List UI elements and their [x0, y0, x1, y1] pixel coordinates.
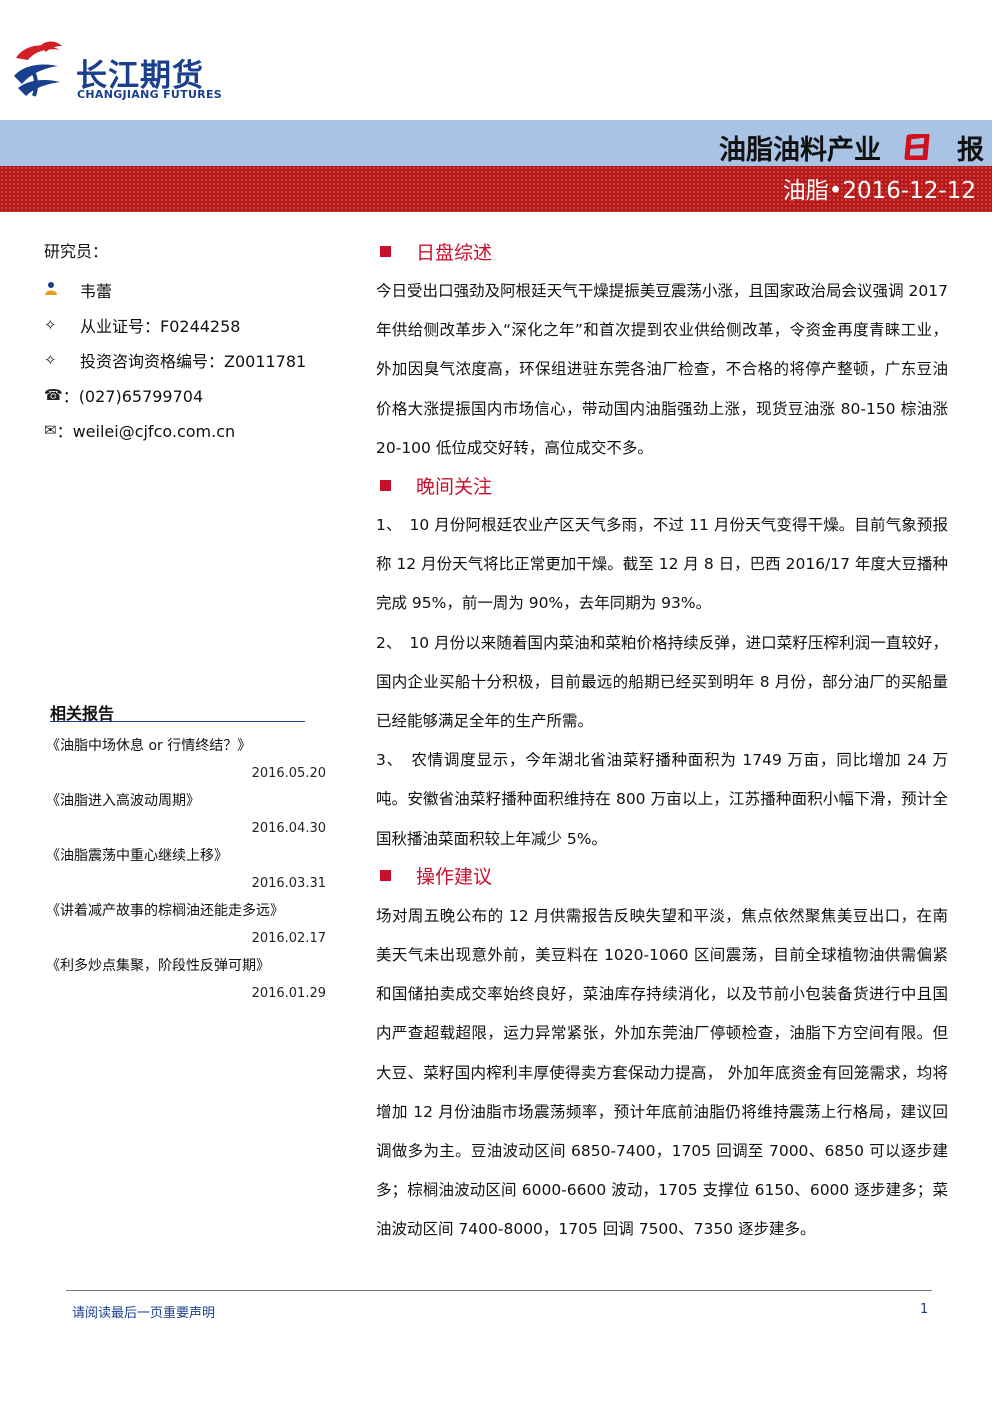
company-logo: 长江期货 CHANGJIANG FUTURES [10, 40, 250, 106]
report-body: 日盘综述 今日受出口强劲及阿根廷天气干燥提振美豆震荡小涨，且国家政治局会议强调 … [376, 234, 948, 1250]
related-report-item[interactable]: 《油脂进入高波动周期》 2016.04.30 [46, 790, 336, 845]
section-paragraph: 1、 10 月份阿根廷农业产区天气多雨，不过 11 月份天气变得干燥。目前气象预… [376, 516, 948, 613]
related-reports-list: 《油脂中场休息 or 行情终结？》 2016.05.20 《油脂进入高波动周期》… [46, 735, 336, 1010]
footer-disclaimer-note[interactable]: 请阅读最后一页重要声明 [72, 1306, 216, 1321]
report-date: 油脂•2016-12-12 [782, 178, 976, 204]
related-report-item[interactable]: 《讲着减产故事的棕榈油还能走多远》 2016.02.17 [46, 900, 336, 955]
related-report-item[interactable]: 《利多炒点集聚，阶段性反弹可期》 2016.01.29 [46, 955, 336, 1010]
square-bullet-icon [380, 870, 391, 882]
related-report-date: 2016.04.30 [251, 821, 326, 836]
section-paragraph: 场对周五晚公布的 12 月供需报告反映失望和平淡，焦点依然聚焦美豆出口，在南美天… [376, 906, 948, 1239]
page-number: 1 [920, 1302, 929, 1317]
phone-number: ：(027)65799704 [62, 386, 204, 406]
related-report-name[interactable]: 《油脂震荡中重心继续上移》 [46, 848, 228, 864]
section-paragraph: 今日受出口强劲及阿根廷天气干燥提振美豆震荡小涨，且国家政治局会议强调 2017 … [376, 282, 948, 457]
section-title: 日盘综述 [416, 241, 493, 264]
email-row: ✉ ：weilei@cjfco.com.cn [44, 412, 344, 447]
section-heading-trading-advice: 操作建议 [376, 859, 948, 893]
researcher-name-row: 韦蕾 [44, 272, 344, 307]
related-reports-divider [50, 721, 305, 722]
license-number: 从业证号：F0244258 [80, 316, 241, 336]
section-title: 晚间关注 [416, 475, 493, 498]
related-report-date: 2016.01.29 [251, 986, 326, 1001]
section-paragraph: 3、 农情调度显示，今年湖北省油菜籽播种面积为 1749 万亩，同比增加 24 … [376, 751, 948, 848]
footer-divider [66, 1290, 932, 1291]
logo-english-name: CHANGJIANG FUTURES [77, 88, 222, 101]
researcher-label: 研究员： [44, 242, 109, 261]
researcher-name: 韦蕾 [80, 281, 113, 301]
license-row: ✧ 从业证号：F0244258 [44, 307, 344, 342]
header-band-blue [0, 120, 992, 166]
related-reports-title: 相关报告 [50, 704, 115, 723]
phone-row: ☎ ：(027)65799704 [44, 377, 344, 412]
report-title-suffix: 报 [957, 134, 984, 166]
related-report-name[interactable]: 《讲着减产故事的棕榈油还能走多远》 [46, 903, 284, 919]
qualification-row: ✧ 投资咨询资格编号：Z0011781 [44, 342, 344, 377]
mail-icon: ✉ [44, 420, 57, 439]
diamond-bullet-icon: ✧ [44, 350, 57, 369]
person-icon [44, 281, 80, 299]
phone-icon: ☎ [44, 385, 63, 404]
qualification-number: 投资咨询资格编号：Z0011781 [80, 351, 307, 371]
square-bullet-icon [380, 245, 391, 257]
diamond-bullet-icon: ✧ [44, 315, 57, 334]
day-glyph-icon [903, 134, 933, 160]
email-address: ：weilei@cjfco.com.cn [56, 421, 236, 441]
related-report-name[interactable]: 《油脂中场休息 or 行情终结？》 [46, 738, 252, 754]
report-title: 油脂油料产业 报 [719, 127, 984, 167]
section-heading-daily-summary: 日盘综述 [376, 234, 948, 268]
related-report-date: 2016.05.20 [251, 766, 326, 781]
related-report-name[interactable]: 《利多炒点集聚，阶段性反弹可期》 [46, 958, 270, 974]
related-report-item[interactable]: 《油脂震荡中重心继续上移》 2016.03.31 [46, 845, 336, 900]
header-band-red [0, 166, 992, 212]
section-title: 操作建议 [416, 866, 493, 889]
researcher-info: 研究员： 韦蕾 ✧ 从业证号：F0244258 ✧ 投资咨询资格编号：Z0011… [44, 238, 344, 447]
related-report-date: 2016.02.17 [251, 931, 326, 946]
logo-emblem-icon [14, 41, 62, 97]
square-bullet-icon [380, 479, 391, 491]
related-report-date: 2016.03.31 [251, 876, 326, 891]
section-heading-evening-focus: 晚间关注 [376, 468, 948, 502]
related-report-name[interactable]: 《油脂进入高波动周期》 [46, 793, 200, 809]
report-title-main: 油脂油料产业 [719, 134, 881, 166]
section-paragraph: 2、 10 月份以来随着国内菜油和菜粕价格持续反弹，进口菜籽压榨利润一直较好，国… [376, 633, 948, 731]
related-report-item[interactable]: 《油脂中场休息 or 行情终结？》 2016.05.20 [46, 735, 336, 790]
logo-chinese-name: 长江期货 [76, 58, 204, 94]
